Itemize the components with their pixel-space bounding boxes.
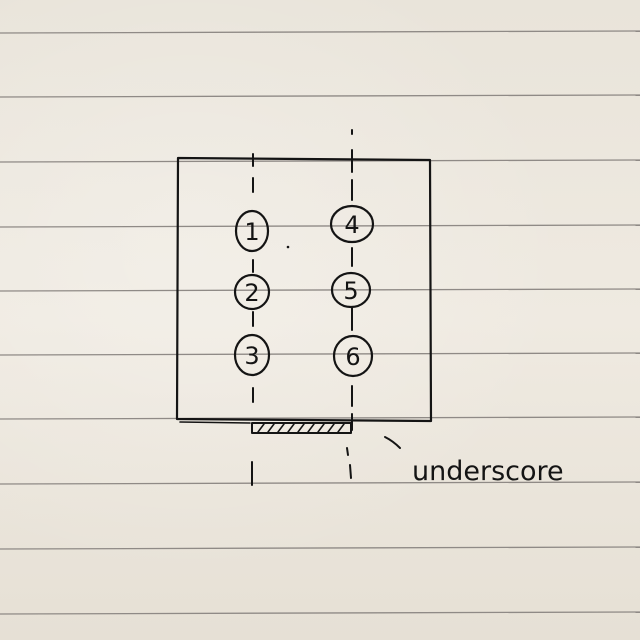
pin-6-label: 6: [345, 343, 360, 371]
pin-2: 2: [233, 273, 271, 311]
cell-outline: [175, 156, 433, 423]
column-guide-left: [251, 153, 254, 486]
pin-4: 4: [329, 204, 375, 244]
column-guide-right: [346, 129, 353, 479]
pin-5-label: 5: [343, 277, 358, 305]
underscore-bar: [251, 422, 352, 434]
ruled-line: [0, 481, 640, 485]
ruled-lines: [0, 30, 640, 615]
ink-dot: [286, 245, 290, 249]
pin-1-label: 1: [244, 218, 259, 246]
callout-label: underscore: [412, 456, 564, 487]
callout-tick: [384, 436, 401, 449]
pin-4-label: 4: [344, 211, 359, 239]
ruled-line: [0, 288, 640, 292]
pin-2-label: 2: [244, 279, 259, 307]
pin-5: 5: [330, 271, 372, 309]
ruled-line: [0, 159, 640, 163]
pin-3-label: 3: [244, 342, 259, 370]
pin-1: 1: [234, 209, 270, 253]
ruled-line: [0, 224, 640, 228]
pin-6: 6: [332, 334, 374, 378]
bottom-edge-double: [179, 421, 251, 424]
ruled-line: [0, 352, 640, 356]
ruled-line: [0, 94, 640, 98]
ruled-line: [0, 30, 640, 34]
ruled-line: [0, 611, 640, 615]
ruled-line: [0, 416, 640, 420]
ruled-line: [0, 546, 640, 550]
pin-3: 3: [233, 333, 271, 377]
